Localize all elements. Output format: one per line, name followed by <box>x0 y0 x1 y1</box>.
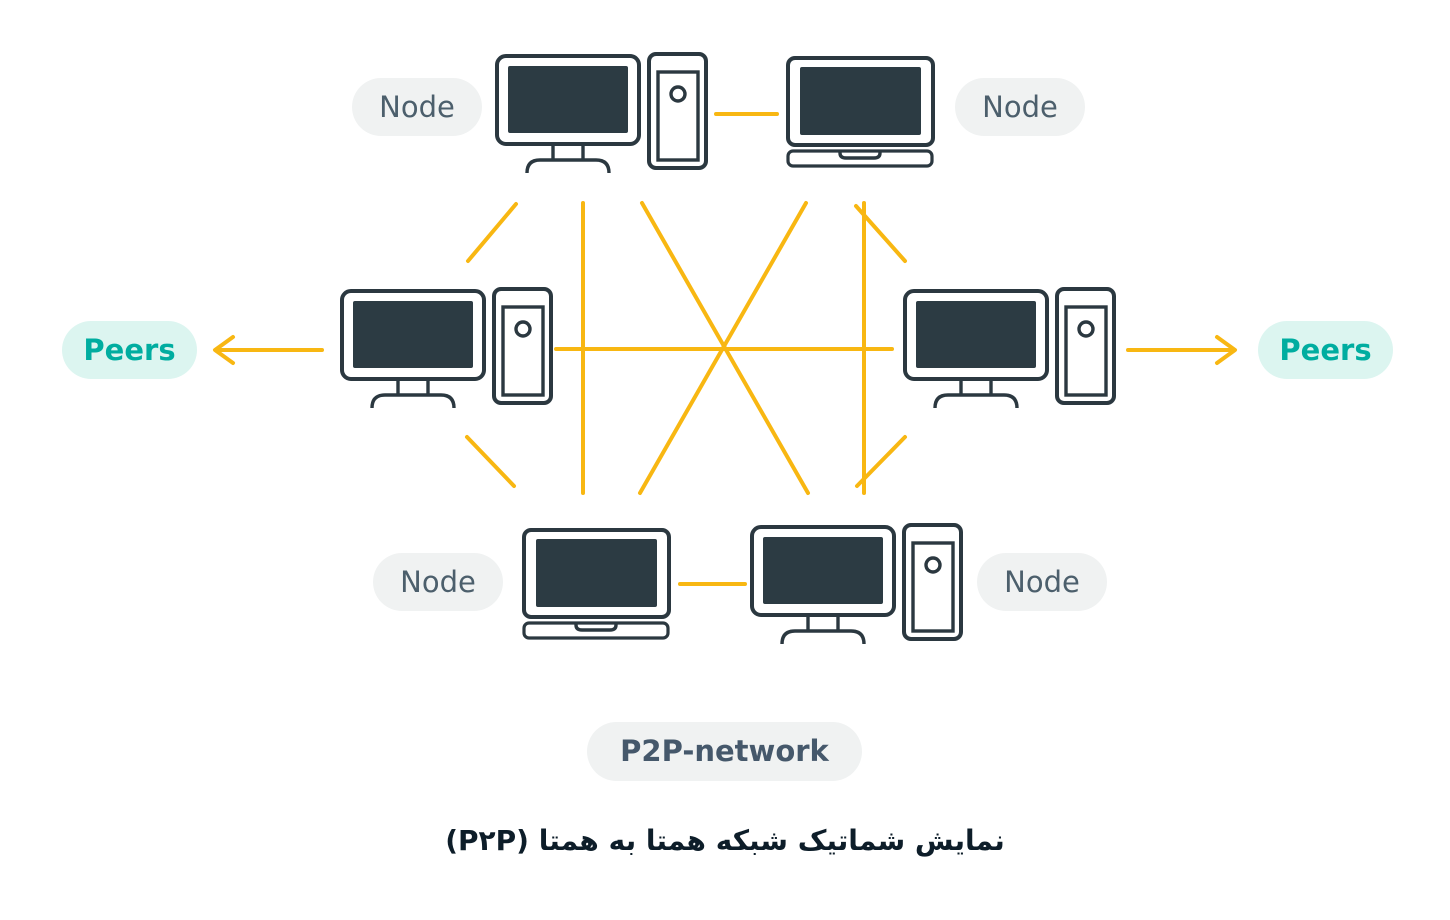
arrow-right-icon <box>1126 335 1237 365</box>
network-badge: P2P-network <box>587 722 862 781</box>
laptop-icon <box>522 528 671 640</box>
connection-line <box>465 435 516 488</box>
desktop-computer-icon <box>903 287 1116 410</box>
peers-badge: Peers <box>62 321 197 379</box>
desktop-computer-icon <box>495 52 708 175</box>
laptop-icon <box>786 56 935 168</box>
node-badge: Node <box>352 78 482 136</box>
node-badge: Node <box>373 553 503 611</box>
connection-line <box>854 204 907 263</box>
connection-lines <box>465 112 907 586</box>
connection-line <box>855 435 907 488</box>
node-badge: Node <box>977 553 1107 611</box>
desktop-computer-icon <box>340 287 553 410</box>
desktop-computer-icon <box>750 523 963 646</box>
connection-line <box>638 201 808 495</box>
arrow-left-icon <box>213 335 324 365</box>
diagram-caption: نمایش شماتیک شبکه همتا به همتا (P۲P) <box>445 824 1005 857</box>
peers-badge: Peers <box>1258 321 1393 379</box>
connection-line <box>466 202 518 263</box>
node-badge: Node <box>955 78 1085 136</box>
